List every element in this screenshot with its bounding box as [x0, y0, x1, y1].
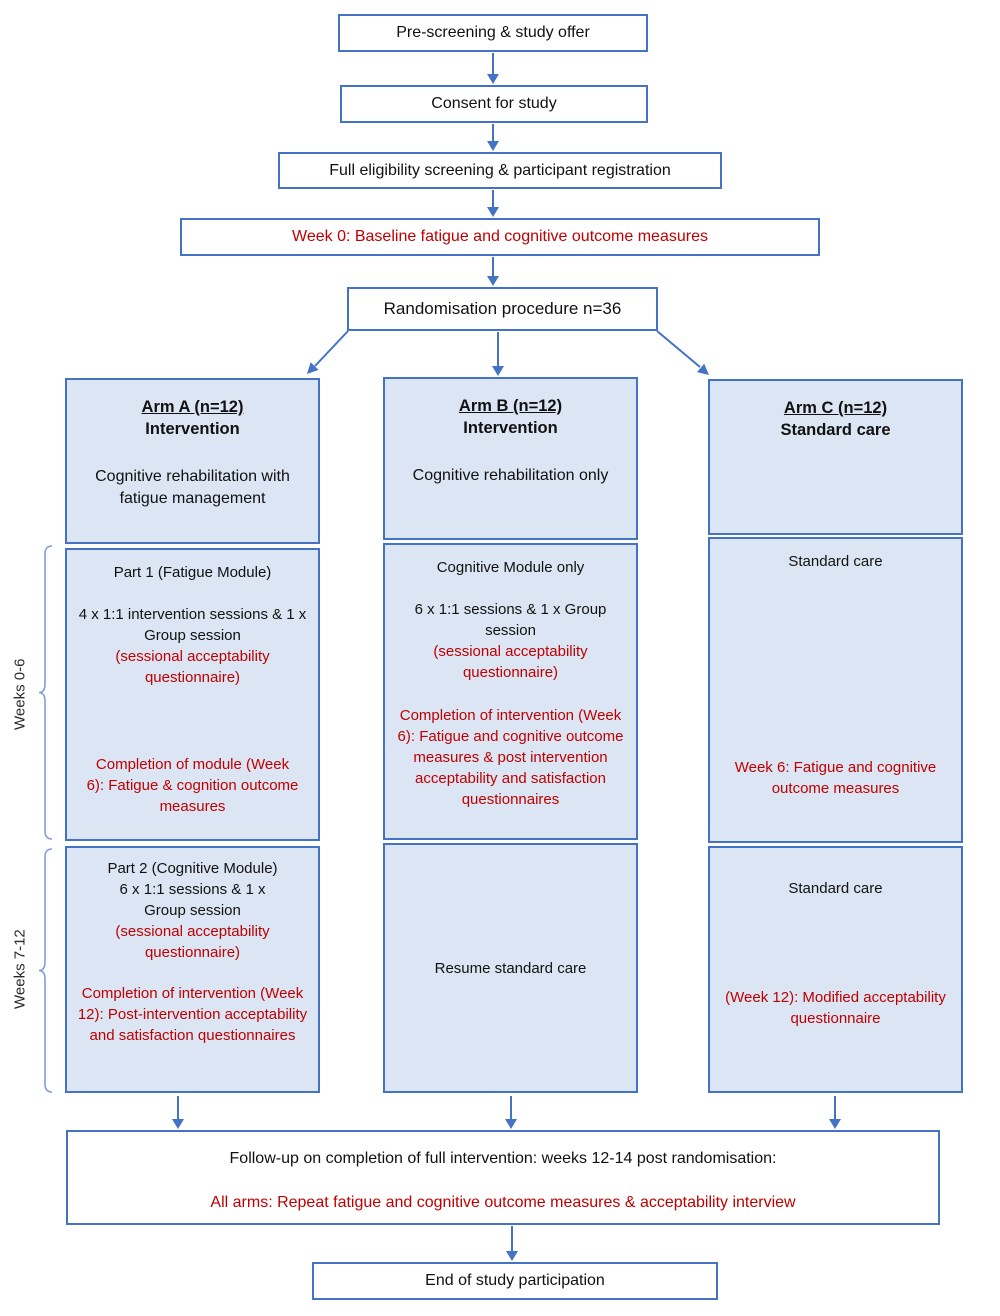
arm-b-description: Cognitive rehabilitation only — [412, 467, 609, 484]
arrow-arm-b-to-followup — [505, 1096, 517, 1129]
arrow-head — [487, 74, 499, 84]
end-of-study-box: End of study participation — [312, 1262, 718, 1300]
arm-b-subtitle: Intervention — [463, 419, 558, 437]
arm-a-part2-completion: Completion of intervention (Week 12): Po… — [77, 985, 308, 1044]
arm-b-weeks-7-12-box: Resume standard care — [383, 843, 638, 1093]
week0-baseline-label: Week 0: Baseline fatigue and cognitive o… — [292, 228, 708, 245]
arrow-head — [487, 207, 499, 217]
followup-all-arms: All arms: Repeat fatigue and cognitive o… — [210, 1194, 796, 1211]
followup-heading: Follow-up on completion of full interven… — [229, 1150, 777, 1167]
arrow-randomisation-to-arm-a-and-c — [307, 330, 709, 375]
arrow-shaft — [492, 257, 494, 277]
arm-b-completion: Completion of intervention (Week 6): Fat… — [397, 707, 624, 808]
arm-c-weeks-0-6-box: Standard care Week 6: Fatigue and cognit… — [708, 537, 963, 843]
arm-c-standard-care-1: Standard care — [788, 553, 883, 570]
arm-c-week12-questionnaire: (Week 12): Modified acceptability questi… — [725, 989, 946, 1027]
arm-c-title: Arm C (n=12) — [783, 399, 888, 417]
arm-a-part2-sessions: 6 x 1:1 sessions & 1 x Group session — [119, 881, 266, 919]
arm-a-weeks-7-12-box: Part 2 (Cognitive Module) 6 x 1:1 sessio… — [65, 846, 320, 1093]
weeks-7-12-bracket — [38, 848, 53, 1093]
randomisation-box: Randomisation procedure n=36 — [347, 287, 658, 331]
prescreening-label: Pre-screening & study offer — [396, 24, 590, 41]
arrow-head — [506, 1251, 518, 1261]
arrow-prescreening-to-consent — [487, 53, 499, 84]
arrow-shaft — [834, 1096, 836, 1120]
arm-b-weeks-0-6-box: Cognitive Module only 6 x 1:1 sessions &… — [383, 543, 638, 840]
arrow-followup-to-end — [506, 1226, 518, 1261]
arrow-shaft — [492, 190, 494, 208]
weeks-7-12-label: Weeks 7-12 — [11, 929, 29, 1010]
arrow-randomisation-to-arm-b — [492, 332, 504, 376]
arm-a-part2-questionnaire: (sessional acceptability questionnaire) — [115, 923, 270, 961]
arm-b-module-title: Cognitive Module only — [436, 559, 585, 576]
end-of-study-label: End of study participation — [425, 1272, 605, 1289]
arrow-shaft — [510, 1096, 512, 1120]
arrow-arm-a-to-followup — [172, 1096, 184, 1129]
arrow-head — [829, 1119, 841, 1129]
arrow-head — [492, 366, 504, 376]
week0-baseline-box: Week 0: Baseline fatigue and cognitive o… — [180, 218, 820, 256]
arm-c-standard-care-2: Standard care — [788, 880, 883, 897]
arm-a-header-box: Arm A (n=12) Intervention Cognitive reha… — [65, 378, 320, 544]
weeks-0-6-label: Weeks 0-6 — [11, 658, 29, 731]
arrow-head — [505, 1119, 517, 1129]
arrow-head — [487, 141, 499, 151]
eligibility-box: Full eligibility screening & participant… — [278, 152, 722, 189]
arrow-shaft — [497, 332, 499, 367]
arrow-head — [172, 1119, 184, 1129]
followup-box: Follow-up on completion of full interven… — [66, 1130, 940, 1225]
consent-label: Consent for study — [431, 95, 557, 112]
arm-a-subtitle: Intervention — [145, 420, 240, 438]
arm-a-part1-title: Part 1 (Fatigue Module) — [113, 564, 272, 581]
arrow-shaft — [492, 53, 494, 75]
weeks-0-6-bracket — [38, 545, 53, 840]
arrow-consent-to-eligibility — [487, 124, 499, 151]
eligibility-label: Full eligibility screening & participant… — [329, 161, 671, 179]
arrow-shaft — [492, 124, 494, 142]
arm-b-questionnaire: (sessional acceptability questionnaire) — [433, 643, 588, 681]
arm-c-week6-measures: Week 6: Fatigue and cognitive outcome me… — [734, 759, 937, 797]
prescreening-box: Pre-screening & study offer — [338, 14, 648, 52]
consent-box: Consent for study — [340, 85, 648, 123]
arm-b-resume-standard-care: Resume standard care — [434, 959, 587, 977]
arm-b-sessions: 6 x 1:1 sessions & 1 x Group session — [414, 601, 607, 639]
arrow-shaft — [177, 1096, 179, 1120]
arm-c-subtitle: Standard care — [780, 421, 891, 439]
arrow-week0-to-randomisation — [487, 257, 499, 286]
arm-c-weeks-7-12-box: Standard care (Week 12): Modified accept… — [708, 846, 963, 1093]
arrow-arm-c-to-followup — [829, 1096, 841, 1129]
arm-a-title: Arm A (n=12) — [141, 398, 244, 416]
arm-a-part1-sessions: 4 x 1:1 intervention sessions & 1 x Grou… — [78, 606, 307, 644]
arm-a-weeks-0-6-box: Part 1 (Fatigue Module) 4 x 1:1 interven… — [65, 548, 320, 841]
arm-a-part1-questionnaire: (sessional acceptability questionnaire) — [115, 648, 270, 686]
arm-b-header-box: Arm B (n=12) Intervention Cognitive reha… — [383, 377, 638, 540]
arm-a-part1-completion: Completion of module (Week 6): Fatigue &… — [86, 756, 299, 815]
arrow-head — [487, 276, 499, 286]
arrow-shaft — [511, 1226, 513, 1252]
randomisation-label: Randomisation procedure n=36 — [383, 299, 622, 318]
arm-b-title: Arm B (n=12) — [458, 397, 563, 415]
arm-a-description: Cognitive rehabilitation with fatigue ma… — [95, 468, 290, 507]
arrow-eligibility-to-week0 — [487, 190, 499, 217]
arm-a-part2-title: Part 2 (Cognitive Module) — [107, 860, 278, 877]
arm-c-header-box: Arm C (n=12) Standard care — [708, 379, 963, 535]
